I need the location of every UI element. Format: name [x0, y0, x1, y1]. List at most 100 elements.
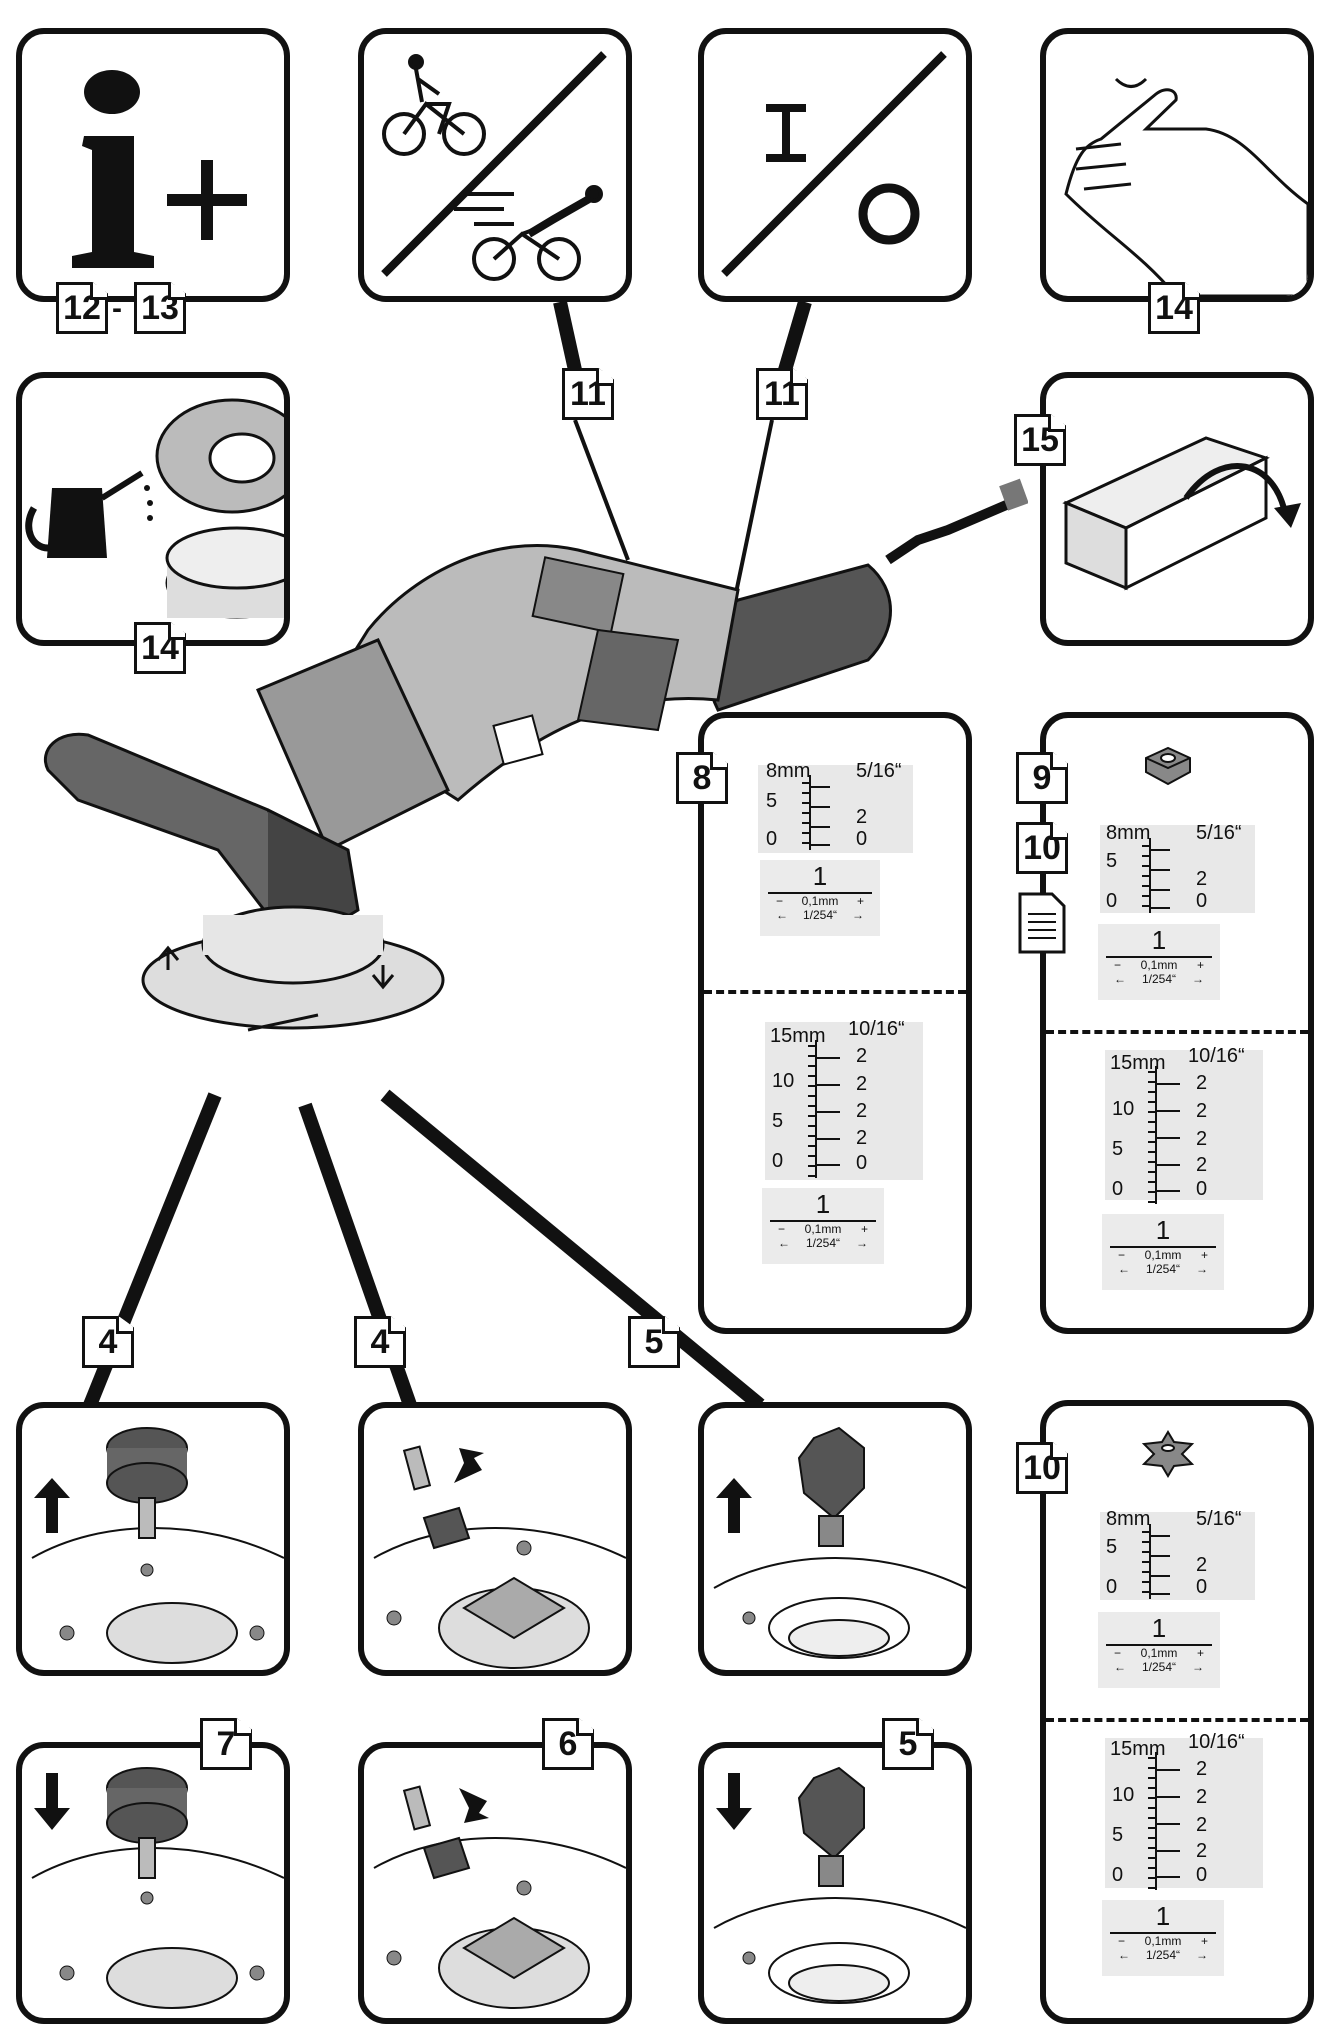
scale-tick-label: 10: [1112, 1784, 1135, 1806]
scale-tick-label: 2: [1196, 1128, 1208, 1150]
minus-icon: −: [1118, 1934, 1126, 1948]
page-ref-4-left[interactable]: 4: [82, 1316, 134, 1368]
page-ref-5-bottom[interactable]: 5: [882, 1718, 934, 1770]
scale-tick-label: 0: [1196, 1576, 1208, 1598]
remove-guide-roller-panel: [16, 1402, 290, 1676]
scale-unit-mm: 15mm: [1110, 1738, 1166, 1760]
scale-unit-mm: 8mm: [1106, 822, 1151, 844]
step-mm: 0,1mm: [1140, 1646, 1178, 1660]
fast-cyclist-icon: [454, 185, 603, 281]
scale-tick-label: 5: [772, 1110, 784, 1132]
step-mm: 0,1mm: [804, 1222, 842, 1236]
scale-unit-inch: 5/16“: [856, 760, 902, 782]
scale-tick-label: 0: [856, 1152, 868, 1174]
step-indicator: 1 −0,1mm+ ←1/254“→: [1102, 1900, 1224, 1976]
depth-scale-small: [1100, 1512, 1255, 1600]
step-indicator: 1 −0,1mm+ ←1/254“→: [1098, 924, 1220, 1000]
remove-bevel-head-panel: [698, 1402, 972, 1676]
scale-tick-label: 0: [1196, 890, 1208, 912]
step-inch: 1/254“: [1141, 1660, 1177, 1674]
minus-icon: −: [1114, 958, 1122, 972]
step-value: 1: [1155, 1901, 1171, 1931]
minus-icon: −: [776, 894, 784, 908]
page-ref-14-hand[interactable]: 14: [1148, 282, 1200, 334]
page-ref-13[interactable]: 13: [134, 282, 186, 334]
scale-tick-label: 2: [856, 1045, 868, 1067]
step-value: 1: [1151, 1613, 1167, 1643]
arrow-left-icon: ←: [1118, 1948, 1130, 1962]
scale-tick-label: 2: [1196, 1814, 1208, 1836]
scale-tick-label: 5: [1112, 1138, 1124, 1160]
pin-insert-remove-icon: [373, 1445, 626, 1669]
page-ref-9[interactable]: 9: [1016, 752, 1068, 804]
step-mm: 0,1mm: [801, 894, 839, 908]
depth-scale-large: [765, 1022, 923, 1180]
page-ref-11-switch[interactable]: 11: [756, 368, 808, 420]
scale-ruler-icon: [1142, 1524, 1170, 1599]
scale-unit-inch: 10/16“: [1188, 1045, 1245, 1067]
arrow-right-icon: →: [1192, 972, 1204, 986]
page-ref-12[interactable]: 12: [56, 282, 108, 334]
scale-tick-label: 2: [856, 1073, 868, 1095]
scale-tick-label: 2: [1196, 1554, 1208, 1576]
scale-tick-label: 5: [766, 790, 778, 812]
arrow-left-icon: ←: [778, 1236, 790, 1250]
scale-tick-label: 2: [1196, 868, 1208, 890]
scale-ruler-icon: [1142, 838, 1170, 913]
scale-unit-inch: 5/16“: [1196, 1508, 1242, 1530]
info-panel: [16, 28, 290, 302]
beveling-tool-illustration: [43, 478, 1028, 1032]
step-indicator: 1 −0,1mm+ ←1/254“→: [762, 1188, 884, 1264]
depth-scale-large: [1105, 1050, 1263, 1200]
scale-unit-mm: 15mm: [770, 1025, 826, 1047]
scale-ruler-icon: [802, 775, 830, 850]
document-icon: [1018, 892, 1066, 954]
depth-scale-small: [758, 765, 913, 853]
scale-tick-label: 2: [1196, 1100, 1208, 1122]
arrow-right-icon: →: [856, 1236, 868, 1250]
arrow-right-icon: →: [1192, 1660, 1204, 1674]
divider: [1046, 1718, 1308, 1722]
insert-pin-insert-panel: [358, 1742, 632, 2024]
arrow-left-icon: ←: [776, 908, 788, 922]
page-ref-10-b[interactable]: 10: [1016, 1442, 1068, 1494]
scale-tick-label: 0: [856, 828, 868, 850]
minus-icon: −: [1118, 1248, 1126, 1262]
star-insert-icon: [1141, 1430, 1195, 1478]
lubrication-panel: [16, 372, 290, 646]
scale-tick-label: 0: [1112, 1178, 1124, 1200]
plus-icon: +: [860, 1222, 868, 1236]
scale-tick-label: 0: [1196, 1178, 1208, 1200]
page-ref-11-speed[interactable]: 11: [562, 368, 614, 420]
scale-unit-inch: 10/16“: [1188, 1731, 1245, 1753]
guide-roller-remove-icon: [31, 1427, 284, 1664]
step-inch: 1/254“: [805, 1236, 841, 1250]
scale-tick-label: 2: [1196, 1786, 1208, 1808]
step-mm: 0,1mm: [1144, 1248, 1182, 1262]
page-ref-14-oil[interactable]: 14: [134, 622, 186, 674]
bevel-head-insert-icon: [713, 1766, 966, 2004]
scale-tick-label: 2: [1196, 1154, 1208, 1176]
step-value: 1: [1151, 925, 1167, 955]
scale-tick-label: 2: [856, 1100, 868, 1122]
page-ref-15[interactable]: 15: [1014, 414, 1066, 466]
speed-slow-fast-icon: [381, 51, 607, 281]
switch-panel: [698, 28, 972, 302]
scale-tick-label: 2: [1196, 1758, 1208, 1780]
page-ref-6[interactable]: 6: [542, 1718, 594, 1770]
minus-icon: −: [1114, 1646, 1122, 1660]
insert-guide-roller-panel: [16, 1742, 290, 2024]
scale-tick-label: 5: [1106, 1536, 1118, 1558]
scale-ruler-icon: [1148, 1752, 1180, 1890]
page-ref-7[interactable]: 7: [200, 1718, 252, 1770]
speed-panel: [358, 28, 632, 302]
page-ref-4-middle[interactable]: 4: [354, 1316, 406, 1368]
page-ref-8[interactable]: 8: [676, 752, 728, 804]
page-ref-5-right[interactable]: 5: [628, 1316, 680, 1368]
info-plus-icon: [72, 70, 247, 268]
step-inch: 1/254“: [1141, 972, 1177, 986]
insert-bevel-head-panel: [698, 1742, 972, 2024]
page-ref-10[interactable]: 10: [1016, 822, 1068, 874]
arrow-left-icon: ←: [1114, 972, 1126, 986]
